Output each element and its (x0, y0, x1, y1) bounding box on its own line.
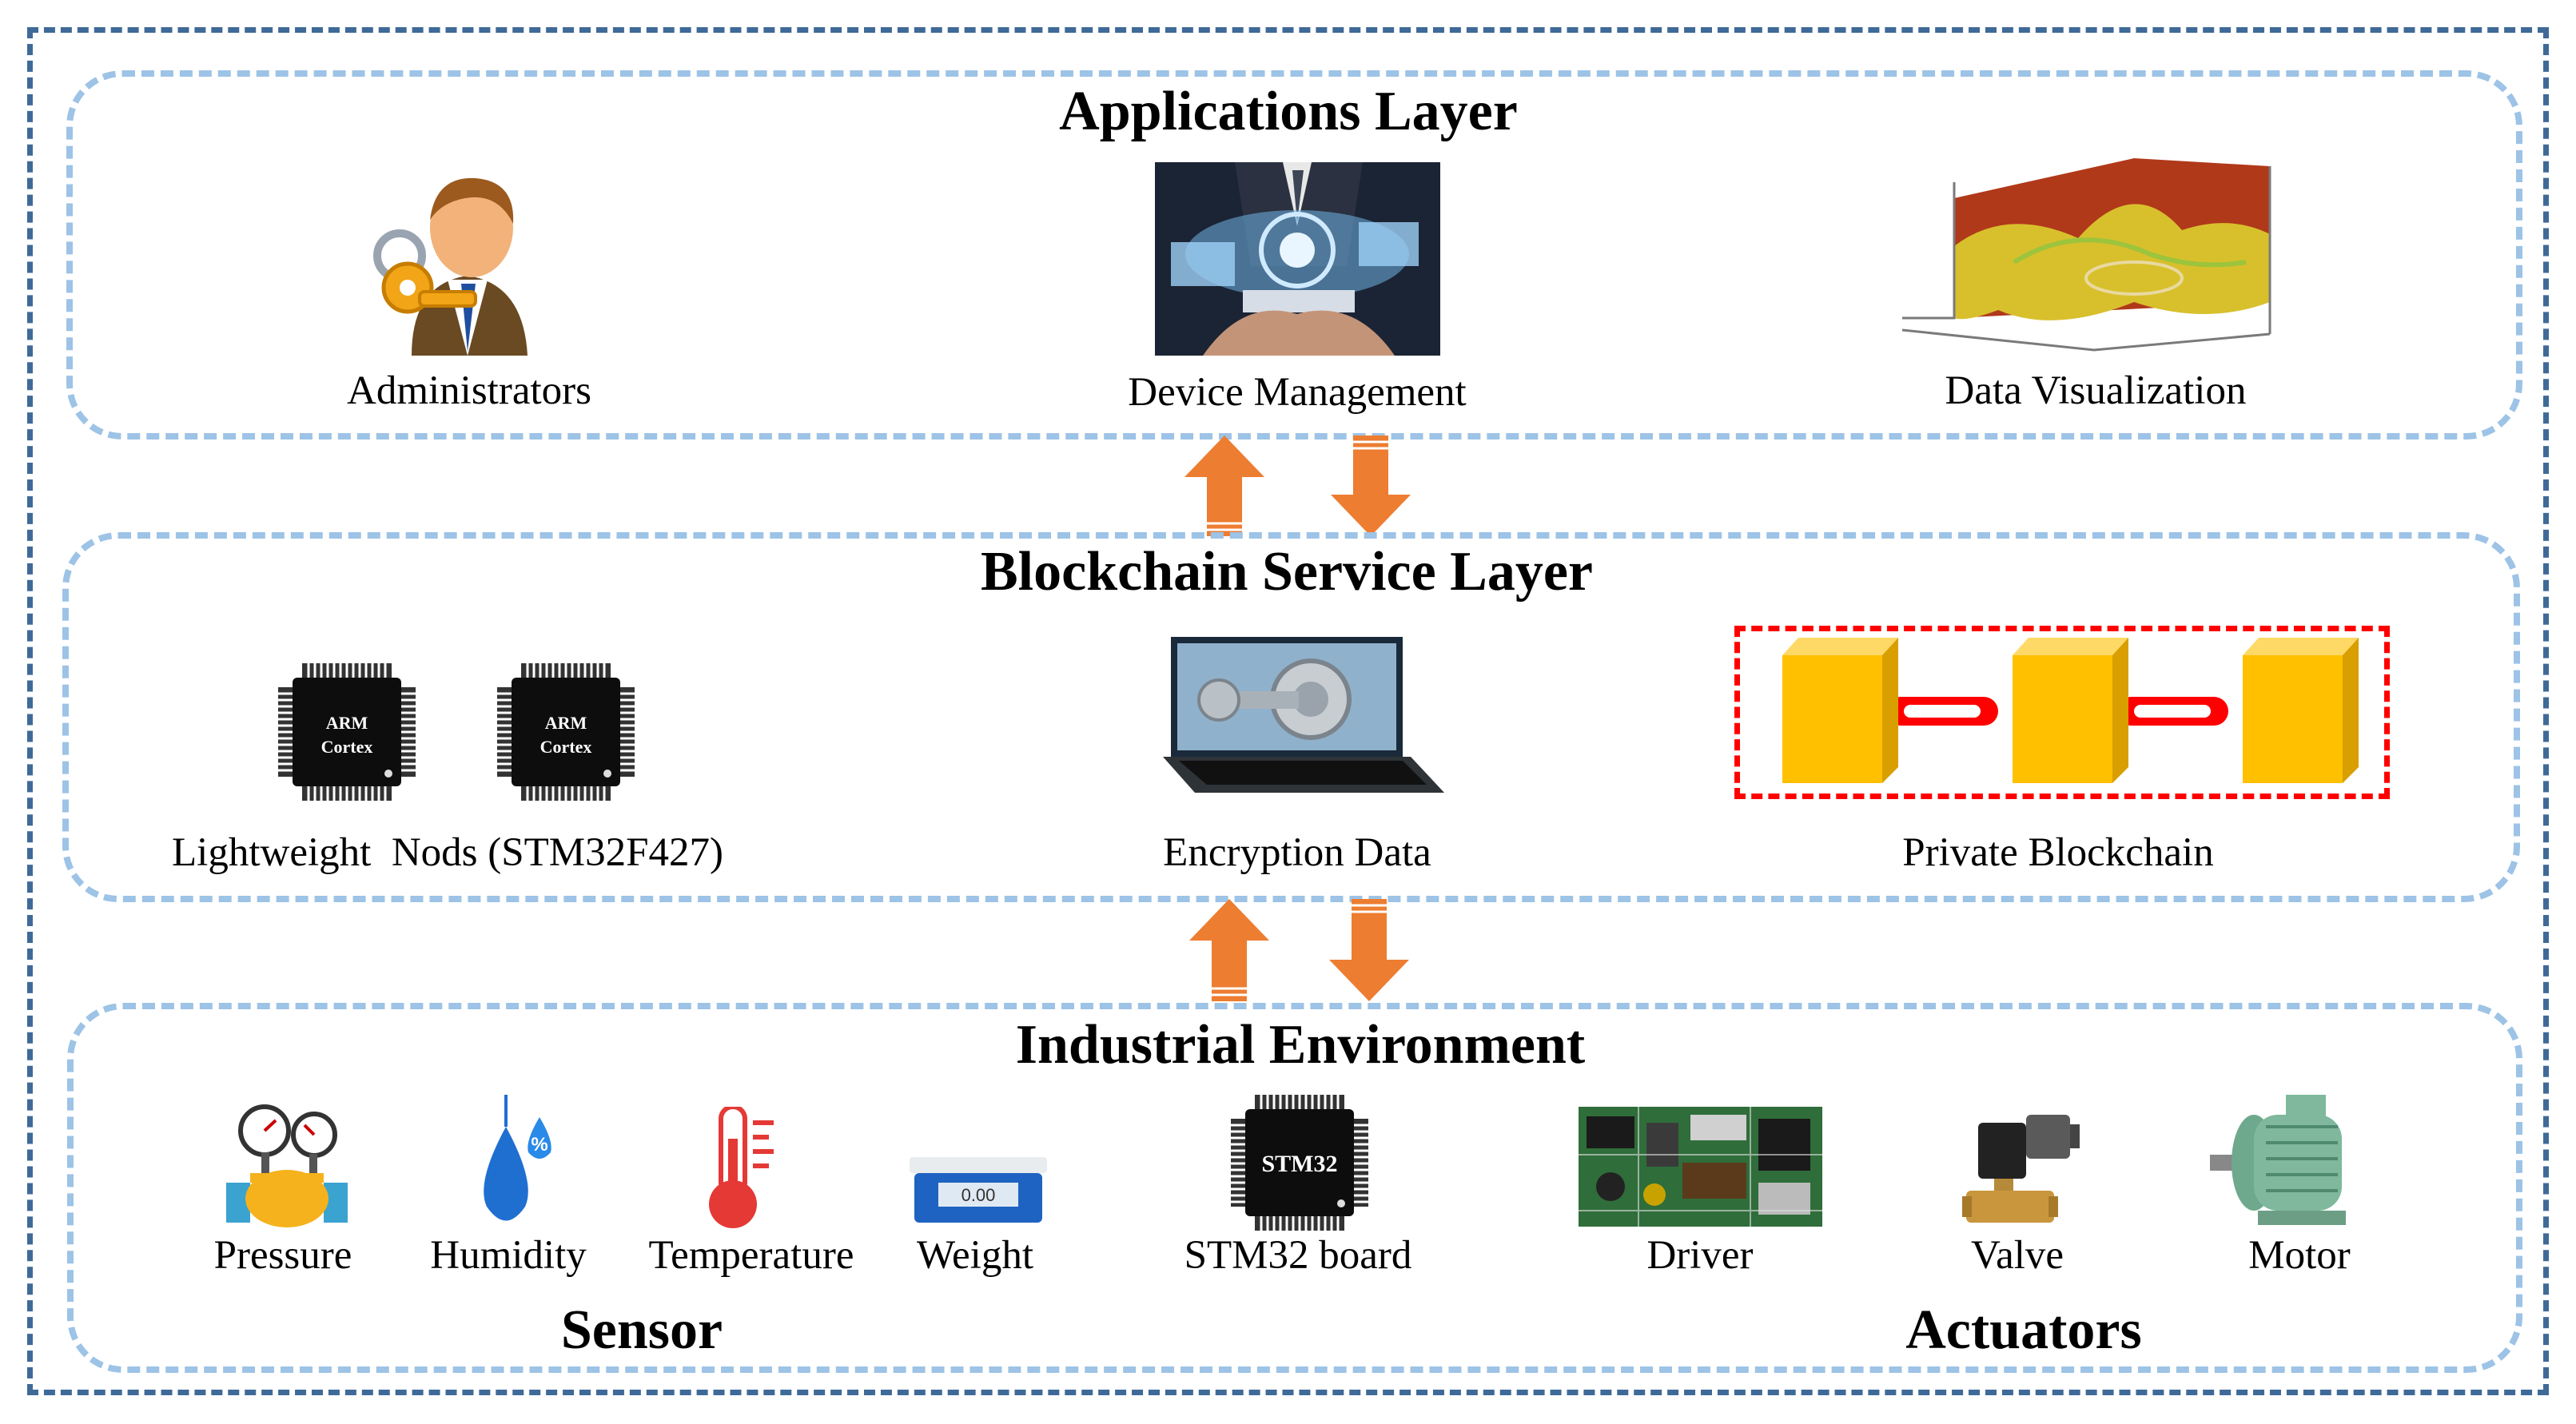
blockchain-layer-title: Blockchain Service Layer (980, 541, 1593, 603)
outer-frame (27, 27, 2549, 1395)
stm32-chip-icon: STM32 (1231, 1095, 1368, 1231)
arrow-up-icon (1189, 899, 1269, 1001)
applications-layer (66, 70, 2522, 440)
chip-text-line1: ARM (545, 713, 587, 733)
encryption-data-label: Encryption Data (1163, 830, 1431, 875)
stm32-board-label: STM32 board (1184, 1233, 1412, 1278)
svg-text:%: % (531, 1134, 547, 1156)
stm32-chip-text: STM32 (1261, 1151, 1337, 1177)
chip-text-line2: Cortex (540, 737, 592, 757)
arm-cortex-chip-icon: ARM Cortex (497, 663, 635, 801)
driver-label: Driver (1646, 1233, 1754, 1278)
industrial-environment-layer (67, 1003, 2522, 1373)
arm-cortex-chip-icon: ARM Cortex (278, 663, 416, 801)
electric-motor-icon (2210, 1095, 2346, 1225)
chip-text-line1: ARM (326, 713, 368, 733)
3d-surface-plot-icon (1894, 150, 2278, 360)
actuators-group-title: Actuators (1905, 1299, 2142, 1361)
private-blockchain-frame (1734, 626, 2390, 799)
private-blockchain-label: Private Blockchain (1902, 830, 2214, 875)
device-management-label: Device Management (1128, 370, 1467, 415)
arrow-down-icon (1329, 899, 1409, 1001)
scale-icon: 0.00 (910, 1157, 1047, 1223)
temperature-label: Temperature (648, 1233, 854, 1278)
sensor-group-title: Sensor (560, 1299, 723, 1361)
arrow-up-icon (1184, 436, 1264, 536)
pressure-label: Pressure (213, 1233, 352, 1278)
laptop-key-icon (1163, 637, 1444, 793)
humidity-label: Humidity (430, 1233, 587, 1278)
pressure-gauge-icon (226, 1104, 348, 1227)
block-icon (2243, 638, 2359, 783)
weight-label: Weight (916, 1233, 1034, 1278)
block-icon (1782, 638, 1898, 783)
administrator-key-icon (373, 177, 528, 356)
administrators-label: Administrators (347, 368, 591, 413)
circuit-board-icon (1579, 1107, 1822, 1227)
chain-link-icon (1886, 697, 2228, 726)
blockchain-blocks-icon (1782, 638, 2359, 783)
humidity-drop-icon: % (484, 1095, 551, 1221)
arrow-down-icon (1331, 436, 1411, 536)
device-management-photo (1155, 162, 1440, 356)
chip-text-line2: Cortex (321, 737, 373, 757)
solenoid-valve-icon (1962, 1115, 2080, 1223)
applications-layer-title: Applications Layer (1059, 81, 1518, 142)
scale-readout: 0.00 (962, 1185, 996, 1205)
block-icon (2013, 638, 2128, 783)
blockchain-service-layer (62, 532, 2520, 902)
industrial-layer-title: Industrial Environment (1015, 1014, 1586, 1076)
data-visualization-label: Data Visualization (1945, 368, 2247, 413)
thermometer-icon (709, 1107, 774, 1228)
lightweight-nodes-label: Lightweight Nods (STM32F427) (172, 830, 723, 875)
motor-label: Motor (2248, 1233, 2351, 1278)
valve-label: Valve (1970, 1233, 2064, 1278)
